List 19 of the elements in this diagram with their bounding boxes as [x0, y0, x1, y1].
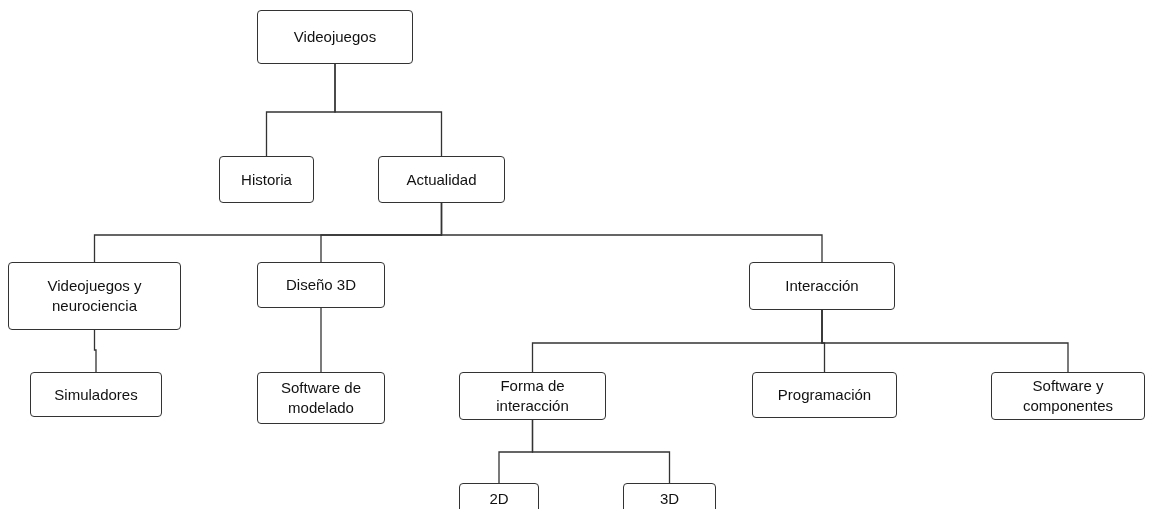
topic-box: Videojuegos — [257, 10, 413, 64]
topic-box: Actualidad — [378, 156, 505, 203]
topic-box: Videojuegos y neurociencia — [8, 262, 181, 330]
topic-box: Interacción — [749, 262, 895, 310]
connector-line — [821, 309, 1069, 373]
topic-box: Simuladores — [30, 372, 162, 417]
topic-box: Forma de interacción — [459, 372, 606, 420]
topic-box: Software y componentes — [991, 372, 1145, 420]
topic-box: Historia — [219, 156, 314, 203]
topic-box: 2D — [459, 483, 539, 509]
connector-line — [440, 202, 823, 263]
connector-line — [320, 307, 322, 373]
topic-box: 3D — [623, 483, 716, 509]
topic-box: Diseño 3D — [257, 262, 385, 308]
connector-line — [334, 63, 443, 157]
topic-box: Software de modelado — [257, 372, 385, 424]
connector-line — [531, 419, 671, 484]
connector-line — [93, 329, 97, 373]
topic-box: Programación — [752, 372, 897, 418]
